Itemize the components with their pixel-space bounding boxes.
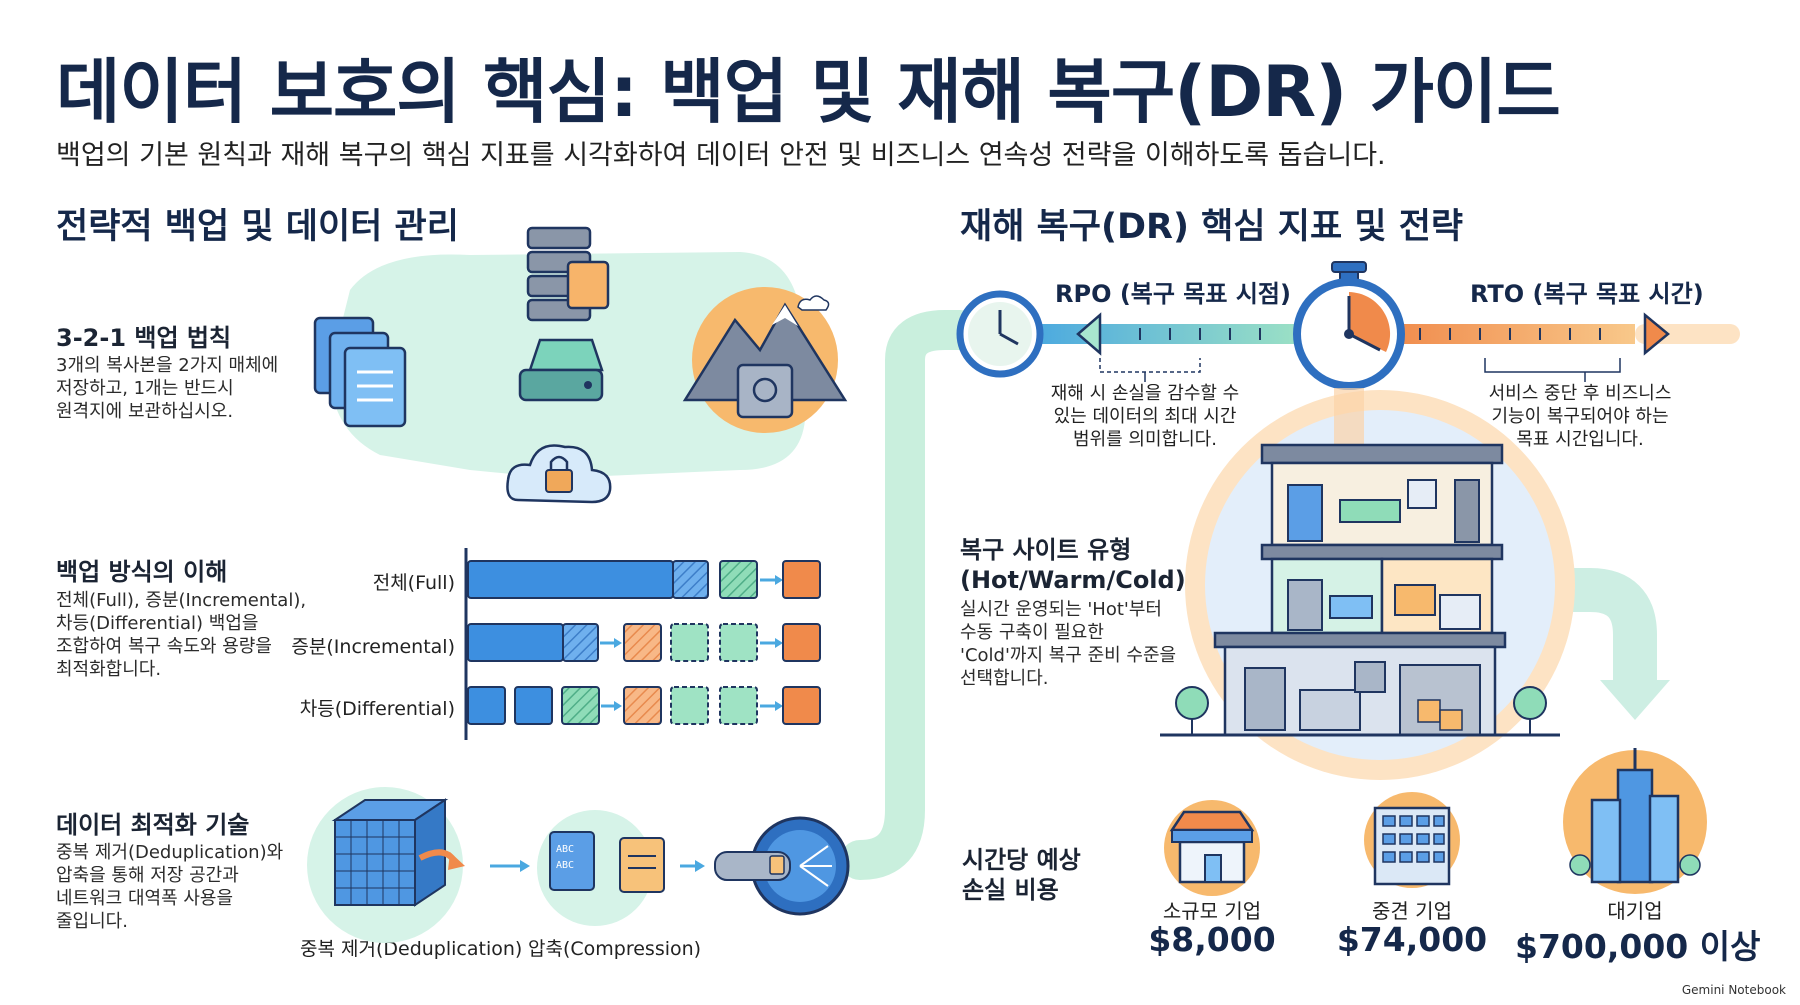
rule-321-title: 3-2-1 백업 법칙 [56, 324, 232, 352]
pipeline-icon [714, 816, 850, 916]
cost-tier-value-medium: $74,000 [1336, 920, 1488, 959]
method-label-full: 전체(Full) [372, 572, 455, 594]
mountain-vault-icon [682, 287, 848, 433]
clock-icon [956, 290, 1044, 378]
cost-tier-value-large: $700,000 이상 [1515, 927, 1761, 966]
storefront-icon [1164, 800, 1260, 896]
cost-title: 시간당 예상 손실 비용 [962, 846, 1081, 904]
document-stack-icon [313, 316, 407, 428]
optimization-title: 데이터 최적화 기술 [56, 811, 250, 839]
svg-text:ABC: ABC [556, 844, 574, 855]
dedup-label: 중복 제거(Deduplication) [300, 938, 523, 960]
method-label-differential: 차등(Differential) [299, 698, 455, 720]
sites-title: 복구 사이트 유형 (Hot/Warm/Cold) [960, 536, 1186, 594]
stopwatch-icon [1293, 261, 1405, 390]
cost-tier-label-large: 대기업 [1607, 899, 1663, 923]
rto-description: 서비스 중단 후 비즈니스 기능이 복구되어야 하는 목표 시간입니다. [1488, 383, 1672, 450]
left-section-heading: 전략적 백업 및 데이터 관리 [56, 207, 459, 247]
svg-text:ABC: ABC [556, 860, 574, 871]
skyscraper-icon [1563, 748, 1707, 894]
footer-brand: Gemini Notebook [1681, 983, 1786, 997]
office-icon [1364, 792, 1460, 888]
cloud-lock-icon [506, 444, 612, 504]
cost-tier-label-medium: 중견 기업 [1372, 899, 1452, 923]
optimization-text: 중복 제거(Deduplication)와 압축을 통해 저장 공간과 네트워크… [56, 842, 284, 932]
method-label-incremental: 증분(Incremental) [291, 636, 455, 658]
rto-title: RTO (복구 목표 시간) [1470, 280, 1704, 308]
cost-tier-value-small: $8,000 [1148, 920, 1276, 959]
building-icon [1160, 443, 1560, 737]
page-title: 데이터 보호의 핵심: 백업 및 재해 복구(DR) 가이드 [56, 51, 1561, 133]
rule-321-text: 3개의 복사본을 2가지 매체에 저장하고, 1개는 반드시 원격지에 보관하십… [56, 355, 279, 422]
sites-text: 실시간 운영되는 'Hot'부터 수동 구축이 필요한 'Cold'까지 복구 … [960, 599, 1177, 689]
hard-drive-icon [518, 338, 604, 402]
cost-tier-label-small: 소규모 기업 [1162, 899, 1262, 923]
compression-label: 압축(Compression) [528, 938, 702, 960]
rpo-description: 재해 시 손실을 감수할 수 있는 데이터의 최대 시간 범위를 의미합니다. [1050, 383, 1240, 450]
data-cube-icon [331, 798, 465, 907]
methods-title: 백업 방식의 이해 [56, 558, 228, 586]
methods-text: 전체(Full), 증분(Incremental), 차등(Differenti… [56, 590, 307, 680]
right-section-heading: 재해 복구(DR) 핵심 지표 및 전략 [960, 207, 1464, 247]
rpo-title: RPO (복구 목표 시점) [1055, 280, 1291, 308]
compression-icon: ABC ABC [549, 831, 665, 893]
page-subtitle: 백업의 기본 원칙과 재해 복구의 핵심 지표를 시각화하여 데이터 안전 및 … [56, 140, 1386, 171]
server-icon [526, 226, 610, 322]
